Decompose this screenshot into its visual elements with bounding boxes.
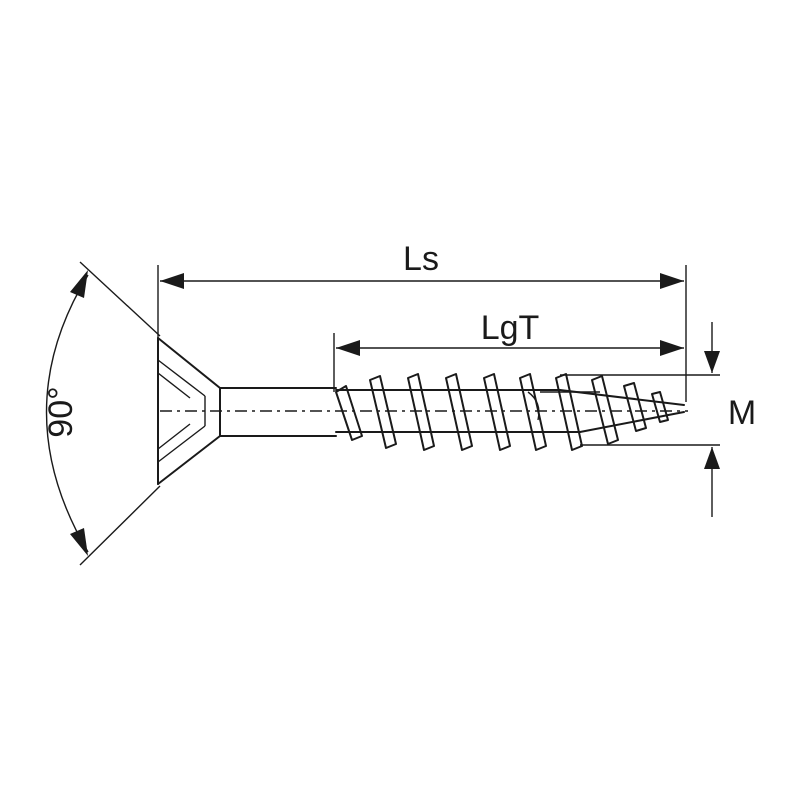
m-label: M bbox=[728, 394, 756, 432]
thread-flight bbox=[483, 373, 511, 451]
overall-length-dimension: Ls bbox=[157, 240, 687, 402]
ls-arrow-right bbox=[660, 273, 684, 289]
thread-flight bbox=[369, 375, 397, 449]
screw-shank bbox=[219, 387, 337, 437]
ls-label: Ls bbox=[403, 240, 439, 278]
m-arrow-top bbox=[704, 351, 720, 373]
screw-body bbox=[157, 337, 688, 485]
ls-arrow-left bbox=[160, 273, 184, 289]
thread-flight bbox=[555, 373, 583, 451]
lgt-label: LgT bbox=[481, 309, 540, 347]
recess-shoulder-top bbox=[157, 372, 191, 399]
recess-shoulder-bottom bbox=[157, 423, 191, 450]
angle-label: 90° bbox=[42, 386, 80, 437]
thread-flight bbox=[445, 373, 473, 451]
recess-bottom bbox=[157, 425, 206, 463]
angle-arrow-bottom bbox=[70, 528, 88, 556]
thread-flight bbox=[335, 385, 363, 441]
head-angle-dimension: 90° bbox=[42, 261, 161, 566]
head-taper-top bbox=[157, 337, 221, 389]
thread-notch bbox=[527, 391, 540, 421]
diameter-dimension: M bbox=[560, 322, 756, 517]
head-taper-bottom bbox=[157, 435, 221, 485]
angle-arc bbox=[45, 274, 89, 553]
thread-length-dimension: LgT bbox=[333, 309, 684, 392]
angle-arrow-top bbox=[70, 270, 88, 298]
thread-flight bbox=[407, 373, 435, 451]
thread-flights bbox=[335, 373, 669, 451]
lgt-arrow-right bbox=[660, 340, 684, 356]
angle-extension-lower bbox=[79, 485, 161, 566]
lgt-arrow-left bbox=[336, 340, 360, 356]
screw-head bbox=[157, 337, 221, 485]
m-arrow-bottom bbox=[704, 447, 720, 469]
thread-flight bbox=[623, 382, 647, 432]
thread-flight bbox=[651, 391, 669, 423]
thread-flight bbox=[591, 375, 619, 445]
recess-top bbox=[157, 359, 206, 397]
angle-extension-upper bbox=[79, 261, 161, 337]
thread-flight bbox=[519, 373, 547, 451]
